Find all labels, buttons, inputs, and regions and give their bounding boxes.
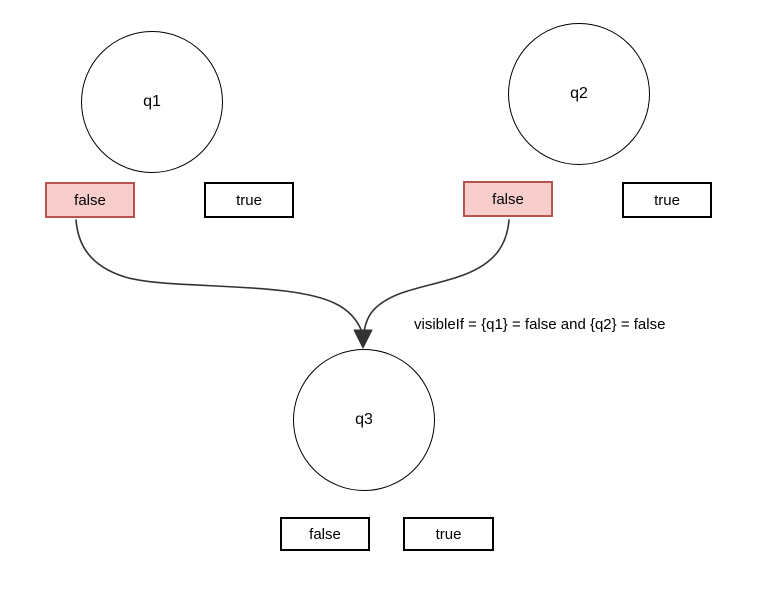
option-q2-false-label: false xyxy=(492,190,524,208)
option-q2-true: true xyxy=(622,182,712,218)
node-q3-label: q3 xyxy=(355,411,373,428)
option-q3-true-label: true xyxy=(435,525,462,543)
option-q3-false: false xyxy=(280,517,370,551)
node-q2: q2 xyxy=(508,23,650,165)
node-q2-label: q2 xyxy=(570,85,588,102)
option-q3-false-label: false xyxy=(309,525,341,543)
node-q3: q3 xyxy=(293,349,435,491)
visibleif-annotation: visibleIf = {q1} = false and {q2} = fals… xyxy=(414,316,666,333)
node-q1: q1 xyxy=(81,31,223,173)
edge-q1-false-to-q3 xyxy=(75,219,363,333)
option-q1-false-label: false xyxy=(74,191,106,209)
arrowhead-icon xyxy=(353,329,373,349)
option-q3-true: true xyxy=(403,517,494,551)
option-q2-false: false xyxy=(463,181,553,217)
option-q2-true-label: true xyxy=(654,191,680,209)
option-q1-true-label: true xyxy=(236,191,262,209)
option-q1-true: true xyxy=(204,182,294,218)
node-q1-label: q1 xyxy=(143,93,161,110)
option-q1-false: false xyxy=(45,182,135,218)
